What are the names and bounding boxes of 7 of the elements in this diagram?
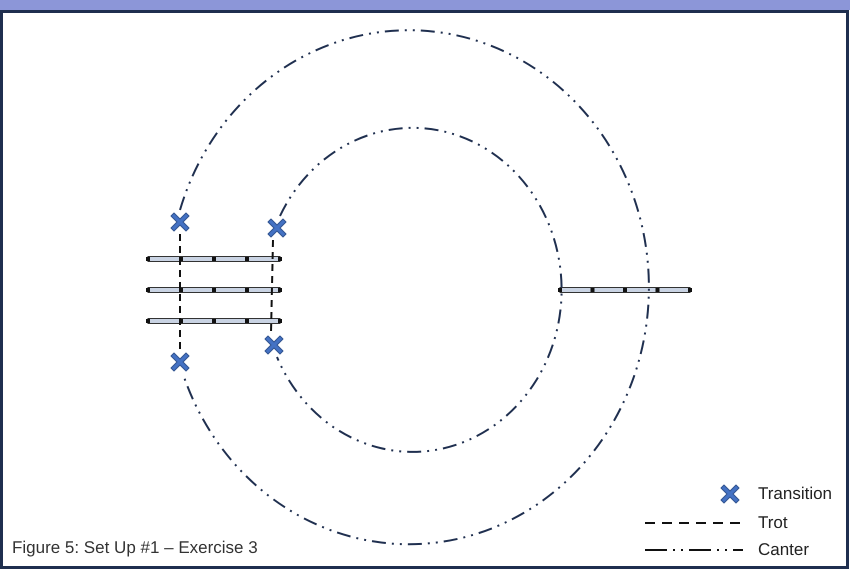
- figure-caption: Figure 5: Set Up #1 – Exercise 3: [12, 538, 258, 558]
- legend-text: Transition: [758, 484, 832, 504]
- legend-text: Trot: [758, 513, 788, 533]
- canter-path: [276, 127, 562, 453]
- canter-path: [179, 30, 650, 545]
- trot-line: [270, 240, 274, 334]
- legend-text: Canter: [758, 540, 810, 560]
